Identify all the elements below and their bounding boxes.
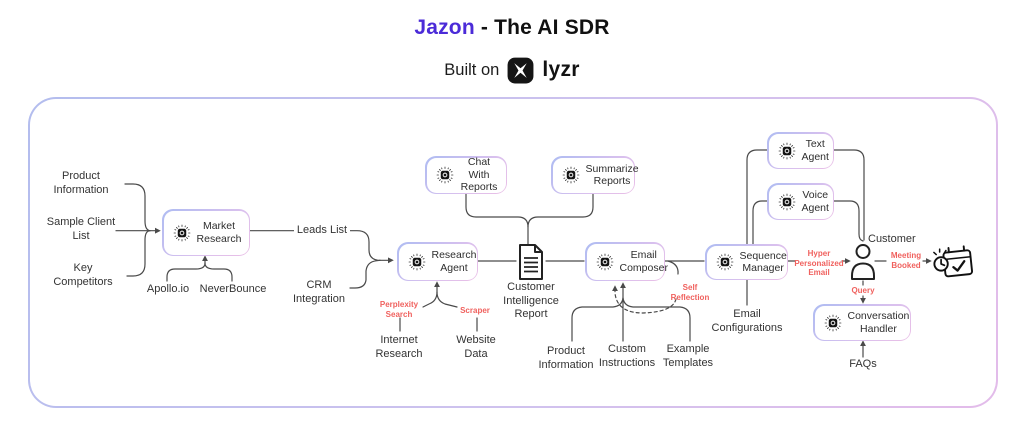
customer-person-icon (849, 242, 877, 282)
node-conversation-handler: Conversation Handler (813, 304, 911, 341)
agent-chip-icon (776, 140, 798, 162)
label-leads-list: Leads List (294, 224, 350, 238)
edge-label-perplexity-search: Perplexity Search (379, 300, 419, 319)
node-label-conversation-handler: Conversation Handler (847, 310, 910, 335)
brand-name: Jazon (414, 16, 475, 39)
label-internet-research: Internet Research (375, 334, 423, 360)
edge-label-scraper: Scraper (460, 306, 490, 315)
edge-label-meeting-booked: Meeting Booked (890, 251, 922, 270)
built-on-text: Built on (444, 60, 500, 79)
label-email-configurations: Email Configurations (711, 308, 783, 334)
node-chat-with-reports: Chat With Reports (425, 156, 507, 194)
lyzr-wordmark: lyzr (542, 58, 580, 81)
agent-chip-icon (822, 312, 844, 334)
node-label-research-agent: Research Agent (431, 249, 477, 274)
node-summarize-reports: Summarize Reports (551, 156, 639, 194)
edge-label-hyper-personalized-email: Hyper Personalized Email (794, 249, 844, 277)
edge-label-self-reflection: Self Reflection (670, 283, 710, 302)
label-customer: Customer (868, 233, 916, 245)
agent-chip-icon (714, 251, 736, 273)
node-text-agent: Text Agent (767, 132, 834, 169)
node-label-sequence-manager: Sequence Manager (739, 249, 787, 275)
node-label-text-agent: Text Agent (801, 138, 829, 163)
title-suffix: - The AI SDR (474, 16, 610, 39)
label-example-templates: Example Templates (662, 343, 714, 369)
page-title: Jazon - The AI SDR (0, 16, 1024, 40)
report-document-icon (517, 243, 545, 281)
node-sequence-manager: Sequence Manager (705, 244, 788, 280)
label-customer-intelligence-report: Customer Intelligence Report (503, 281, 559, 320)
agent-chip-icon (434, 164, 456, 186)
label-faqs: FAQs (849, 358, 877, 370)
agent-chip-icon (171, 222, 193, 244)
label-neverbounce: NeverBounce (199, 283, 267, 295)
label-website-data: Website Data (456, 334, 496, 360)
label-crm-integration: CRM Integration (293, 279, 345, 305)
agent-chip-icon (560, 164, 582, 186)
edge-label-query: Query (851, 286, 875, 295)
label-key-competitors: Key Competitors (53, 262, 113, 288)
label-sample-client-list: Sample Client List (46, 216, 116, 242)
node-voice-agent: Voice Agent (767, 183, 834, 220)
node-label-summarize-reports: Summarize Reports (585, 162, 639, 188)
node-label-voice-agent: Voice Agent (801, 189, 829, 214)
agent-chip-icon (776, 191, 798, 213)
agent-chip-icon (594, 251, 616, 273)
node-label-email-composer: Email Composer (619, 249, 668, 274)
node-research-agent: Research Agent (397, 242, 478, 281)
built-on-row: Built on lyzr (0, 54, 1024, 86)
agent-chip-icon (406, 251, 428, 273)
node-email-composer: Email Composer (585, 242, 668, 281)
node-label-market-research: Market Research (196, 220, 242, 245)
node-market-research: Market Research (162, 209, 250, 256)
node-label-chat-with-reports: Chat With Reports (460, 156, 498, 194)
label-composer-product-information: Product Information (538, 345, 594, 371)
label-apollo: Apollo.io (146, 283, 190, 295)
label-product-information: Product Information (53, 170, 109, 196)
meeting-calendar-icon (932, 242, 976, 282)
label-custom-instructions: Custom Instructions (598, 343, 656, 369)
